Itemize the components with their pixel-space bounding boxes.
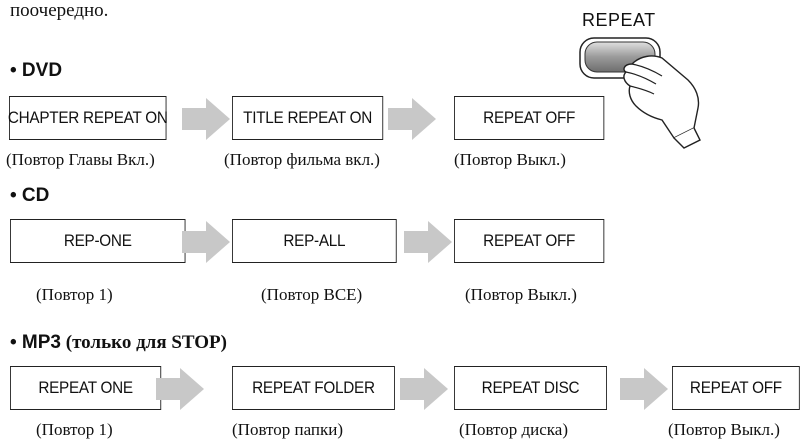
dvd-step-chapter-repeat-on: CHAPTER REPEAT ON: [8, 96, 168, 140]
mp3-section-title-main: • MP3: [10, 332, 61, 353]
mp3-section-title-suffix: (только для STOP): [61, 332, 227, 353]
cd-caption-3: (Повтор Выкл.): [465, 285, 577, 304]
mp3-arrow-1: [156, 368, 204, 410]
mp3-step-repeat-folder: REPEAT FOLDER: [232, 366, 395, 410]
dvd-caption-2: (Повтор фильма вкл.): [224, 150, 380, 169]
cd-caption-2: (Повтор ВСЕ): [261, 285, 363, 304]
dvd-step-title-repeat-on: TITLE REPEAT ON: [232, 96, 384, 140]
mp3-arrow-2: [400, 368, 448, 410]
intro-text: поочередно.: [10, 0, 109, 21]
mp3-step-repeat-off: REPEAT OFF: [672, 366, 800, 410]
mp3-caption-2: (Повтор папки): [232, 420, 344, 439]
cd-step-rep-one: REP-ONE: [10, 219, 186, 263]
repeat-button-hand-illustration: [579, 37, 701, 149]
mp3-arrow-3: [620, 368, 668, 410]
cd-arrow-1: [182, 221, 230, 263]
cd-step-rep-all: REP-ALL: [232, 219, 397, 263]
dvd-arrow-1: [182, 98, 230, 140]
dvd-step-repeat-off: REPEAT OFF: [454, 96, 605, 140]
mp3-caption-1: (Повтор 1): [36, 420, 113, 439]
dvd-caption-1: (Повтор Главы Вкл.): [6, 150, 155, 169]
cd-arrow-2: [404, 221, 452, 263]
dvd-section-title: • DVD: [10, 60, 63, 81]
mp3-caption-3: (Повтор диска): [459, 420, 568, 439]
dvd-arrow-2: [388, 98, 436, 140]
mp3-caption-4: (Повтор Выкл.): [668, 420, 780, 439]
cd-section-title: • CD: [10, 185, 50, 206]
cd-step-repeat-off: REPEAT OFF: [454, 219, 605, 263]
repeat-button-label: REPEAT: [582, 10, 656, 30]
dvd-caption-3: (Повтор Выкл.): [454, 150, 566, 169]
cd-caption-1: (Повтор 1): [36, 285, 113, 304]
mp3-section-title: • MP3 (только для STOP): [10, 332, 227, 354]
mp3-step-repeat-disc: REPEAT DISC: [454, 366, 607, 410]
mp3-step-repeat-one: REPEAT ONE: [10, 366, 162, 410]
